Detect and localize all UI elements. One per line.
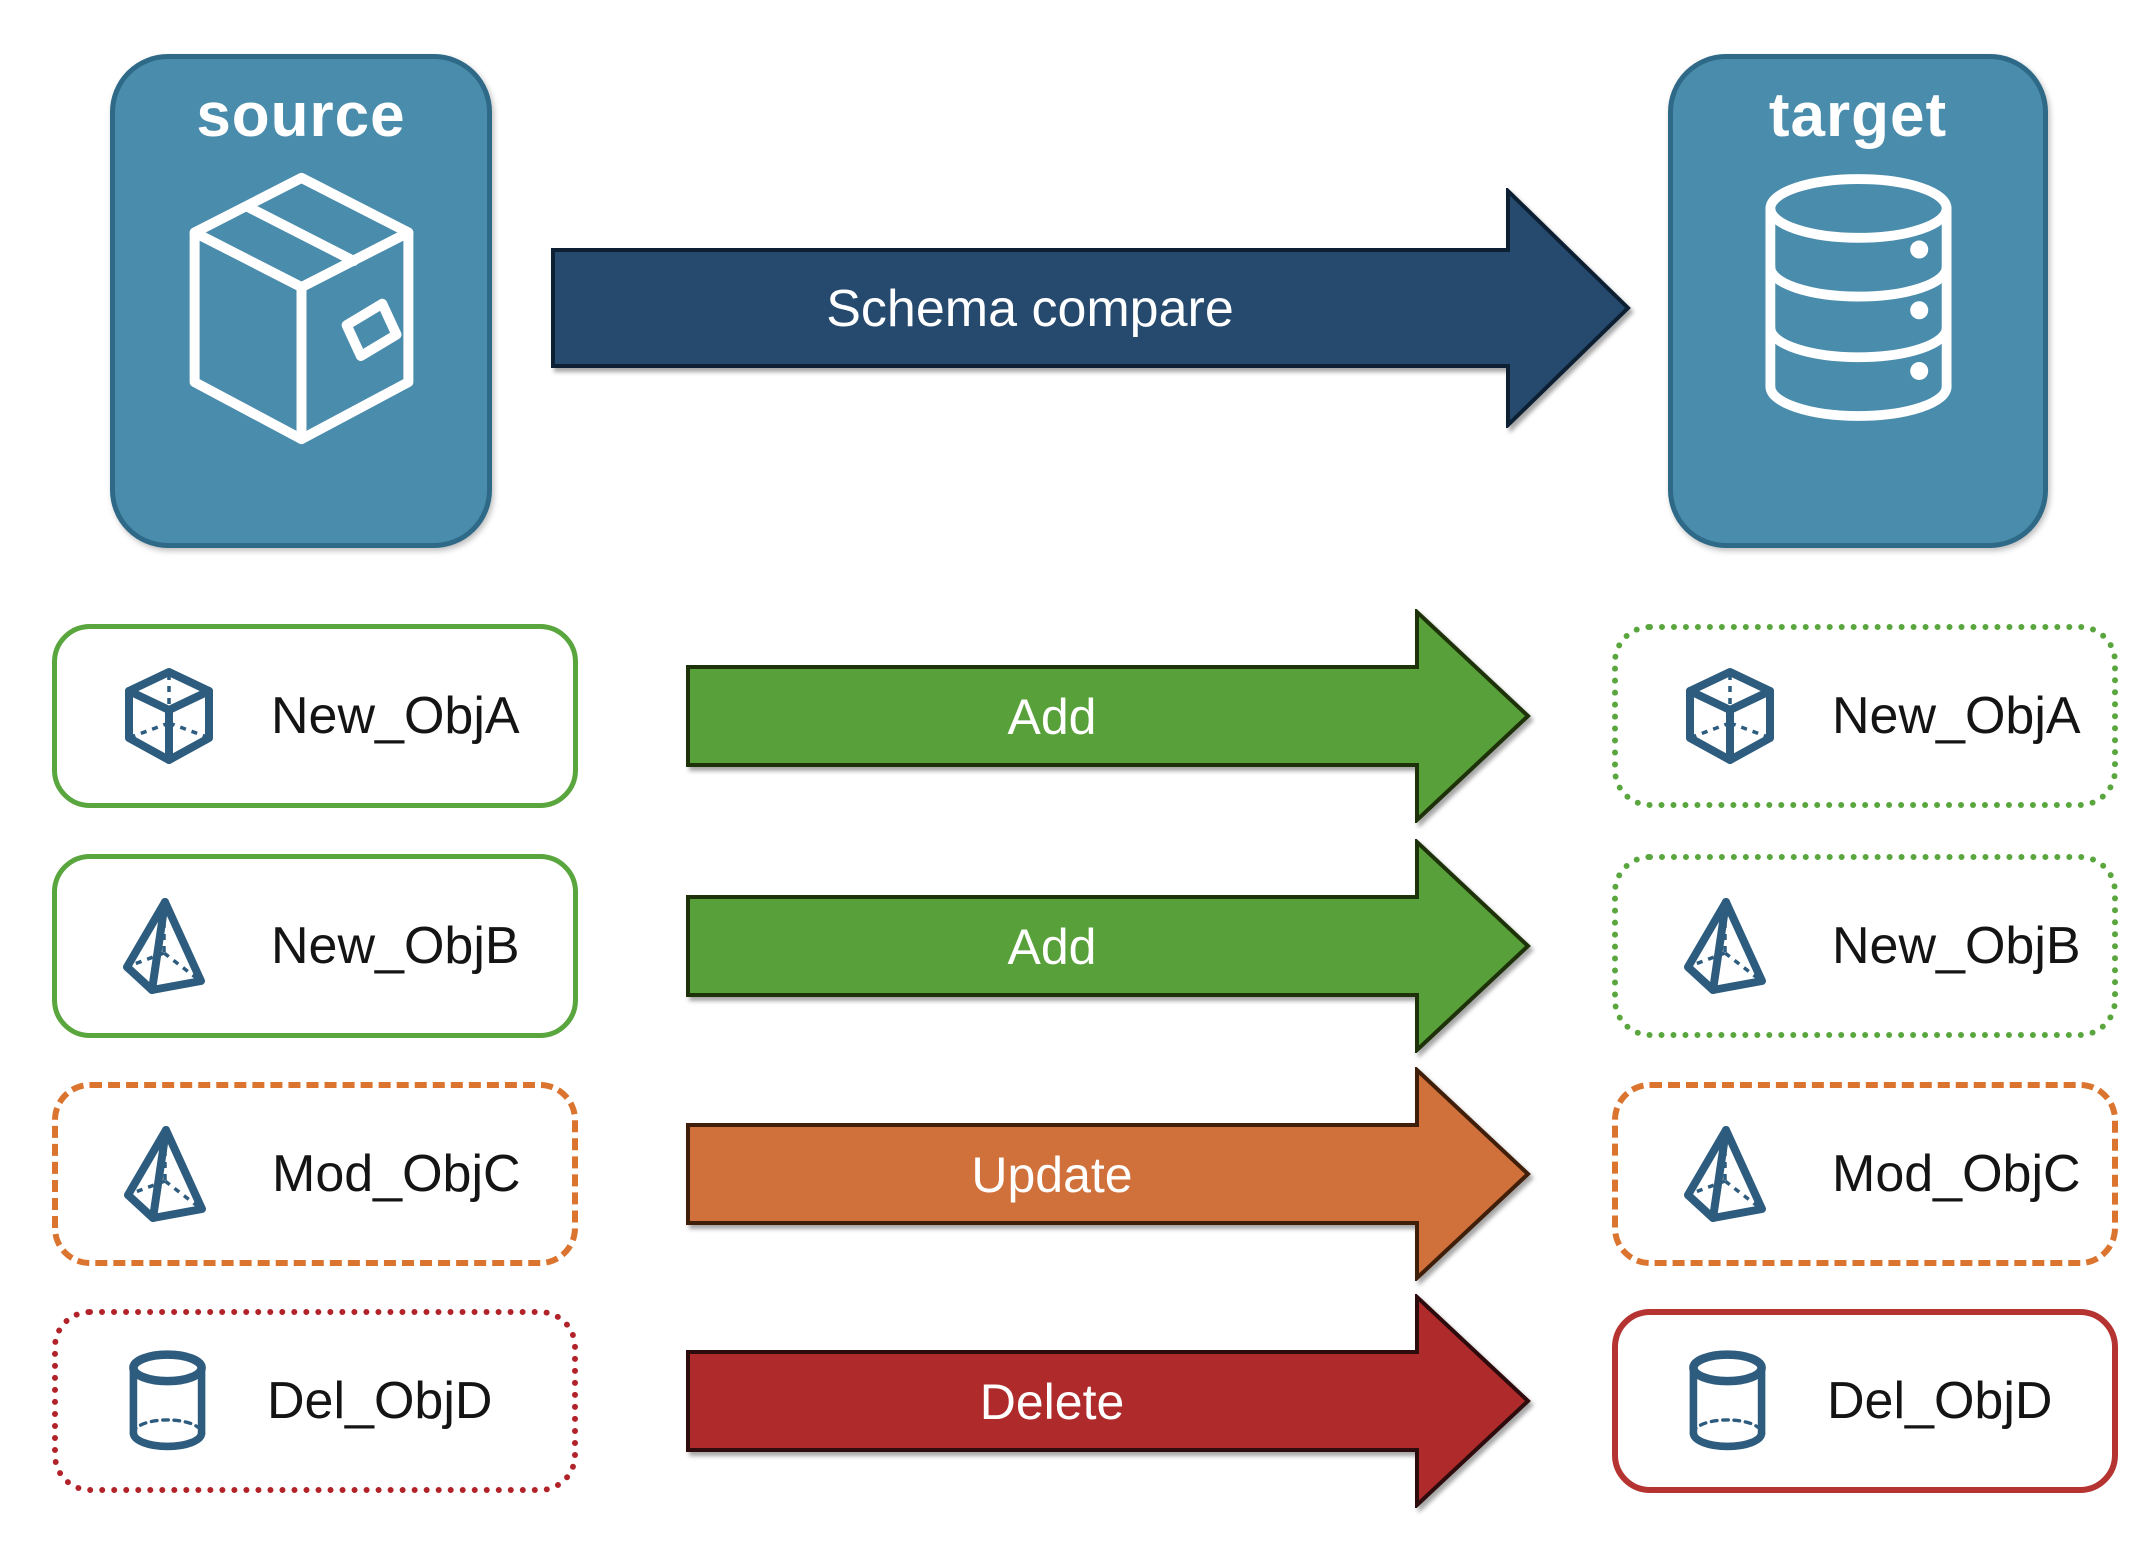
cylinder-icon xyxy=(1689,1350,1766,1451)
action-arrow-add-b: Add xyxy=(686,839,1531,1053)
source-card-title: source xyxy=(196,81,406,150)
package-box-icon xyxy=(189,172,413,445)
action-arrow-label: Add xyxy=(1008,919,1097,975)
action-arrow-label: Delete xyxy=(980,1374,1125,1430)
schema-compare-arrow: Schema compare xyxy=(551,188,1631,428)
object-label: Mod_ObjC xyxy=(1832,1145,2081,1203)
target-card: target xyxy=(1668,54,2048,548)
object-label: New_ObjA xyxy=(1832,687,2081,745)
action-arrow-label: Update xyxy=(971,1147,1132,1203)
target-object-box-del-objd: Del_ObjD xyxy=(1612,1309,2118,1493)
pyramid-icon xyxy=(1684,898,1766,994)
source-object-box-del-objd: Del_ObjD xyxy=(52,1309,578,1493)
action-arrow-add-a: Add xyxy=(686,609,1531,823)
source-object-box-new-objb: New_ObjB xyxy=(52,854,578,1038)
source-object-box-mod-objc: Mod_ObjC xyxy=(52,1082,578,1266)
target-object-box-mod-objc: Mod_ObjC xyxy=(1612,1082,2118,1266)
object-label: New_ObjB xyxy=(1832,917,2081,975)
pyramid-icon xyxy=(123,898,205,994)
object-label: Mod_ObjC xyxy=(272,1145,521,1203)
action-arrow-update: Update xyxy=(686,1067,1531,1281)
target-object-box-new-obja: New_ObjA xyxy=(1612,624,2118,808)
pyramid-icon xyxy=(1684,1126,1766,1222)
source-card: source xyxy=(110,54,492,548)
target-object-box-new-objb: New_ObjB xyxy=(1612,854,2118,1038)
schema-compare-arrow-label: Schema compare xyxy=(826,280,1234,338)
cylinder-icon xyxy=(129,1350,206,1451)
action-arrow-delete: Delete xyxy=(686,1294,1531,1508)
object-label: Del_ObjD xyxy=(267,1372,493,1430)
database-icon xyxy=(1764,174,1952,421)
action-arrow-label: Add xyxy=(1008,689,1097,745)
cube-icon xyxy=(125,668,213,764)
object-label: Del_ObjD xyxy=(1827,1372,2053,1430)
object-label: New_ObjB xyxy=(271,917,520,975)
object-label: New_ObjA xyxy=(271,687,520,745)
cube-icon xyxy=(1686,668,1774,764)
pyramid-icon xyxy=(124,1126,206,1222)
target-card-title: target xyxy=(1768,81,1948,150)
source-object-box-new-obja: New_ObjA xyxy=(52,624,578,808)
